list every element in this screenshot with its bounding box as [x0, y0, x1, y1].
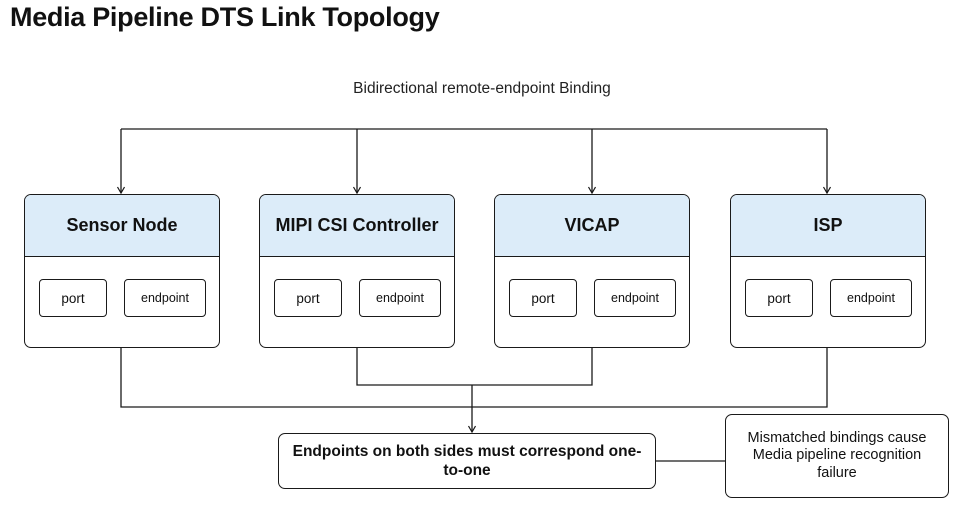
- port-box: port: [274, 279, 342, 317]
- node-isp: ISP port endpoint: [730, 194, 926, 348]
- binding-label: Bidirectional remote-endpoint Binding: [353, 80, 611, 97]
- note-box: Mismatched bindings cause Media pipeline…: [725, 414, 949, 498]
- note-text: Mismatched bindings cause Media pipeline…: [747, 429, 927, 481]
- outer-merge-line: [120, 348, 828, 408]
- port-box: port: [509, 279, 577, 317]
- result-text: Endpoints on both sides must correspond …: [292, 442, 642, 479]
- inner-merge-line: [356, 348, 593, 386]
- node-title: ISP: [731, 195, 925, 257]
- node-title: VICAP: [495, 195, 689, 257]
- endpoint-box: endpoint: [830, 279, 912, 317]
- node-title: Sensor Node: [25, 195, 219, 257]
- port-box: port: [39, 279, 107, 317]
- node-sensor-node: Sensor Node port endpoint: [24, 194, 220, 348]
- node-title: MIPI CSI Controller: [260, 195, 454, 257]
- result-box: Endpoints on both sides must correspond …: [278, 433, 656, 489]
- port-box: port: [745, 279, 813, 317]
- endpoint-box: endpoint: [359, 279, 441, 317]
- page-title: Media Pipeline DTS Link Topology: [10, 2, 440, 32]
- node-vicap: VICAP port endpoint: [494, 194, 690, 348]
- node-mipi-csi-controller: MIPI CSI Controller port endpoint: [259, 194, 455, 348]
- endpoint-box: endpoint: [124, 279, 206, 317]
- endpoint-box: endpoint: [594, 279, 676, 317]
